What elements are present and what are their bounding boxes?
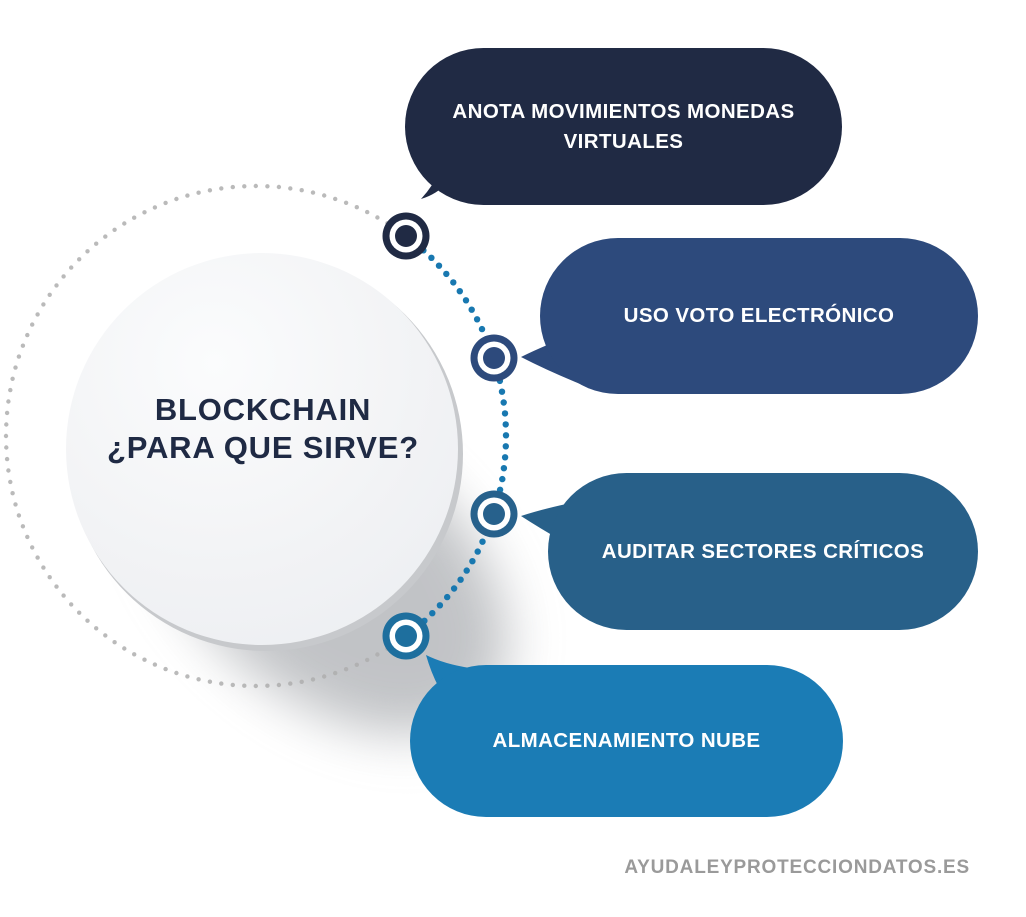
- node-3-dot: [483, 503, 505, 525]
- bubble-4-body: [410, 665, 843, 817]
- page-title: BLOCKCHAIN ¿PARA QUE SIRVE?: [107, 392, 419, 465]
- node-3: [470, 490, 518, 538]
- dotted-orbit-gray: [3, 183, 409, 689]
- bubble-1-body: [405, 48, 842, 205]
- node-4: [382, 612, 430, 660]
- node-1-dot: [395, 225, 417, 247]
- bubble-2-body: [540, 238, 978, 394]
- bubble-1-shape: [405, 48, 842, 205]
- bubble-2-shape: [521, 238, 978, 394]
- node-4-dot: [395, 625, 417, 647]
- node-2: [470, 334, 518, 382]
- bubble-3-shape: [521, 473, 978, 630]
- center-disc: [66, 253, 458, 645]
- footer-brand: AYUDALEYPROTECCIONDATOS.ES: [624, 857, 970, 878]
- node-1: [382, 212, 430, 260]
- bubble-4-shape: [410, 655, 843, 817]
- bubble-3-body: [548, 473, 978, 630]
- node-2-dot: [483, 347, 505, 369]
